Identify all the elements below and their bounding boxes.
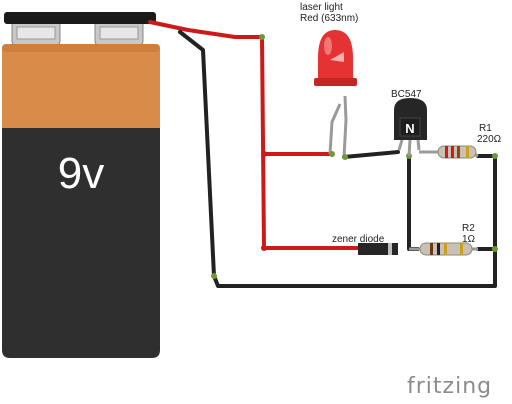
bc547-transistor: N: [394, 98, 427, 157]
wire-black-emitter: [407, 154, 420, 251]
resistor-r1: [419, 145, 479, 159]
wire-black-led-collector: [342, 150, 400, 159]
r1-value: 220Ω: [477, 134, 502, 145]
wire-red-positive: [148, 20, 397, 250]
resistor-r2: [409, 242, 478, 256]
transistor-label: BC547: [391, 89, 422, 100]
fritzing-logo: fritzing: [407, 374, 492, 399]
r2-value: 1Ω: [462, 234, 476, 245]
transistor-logo: N: [405, 121, 414, 136]
led-label-line1: laser light: [300, 2, 343, 13]
zener-label: zener diode: [332, 234, 385, 245]
laser-led: [314, 30, 357, 160]
led-label-line2: Red (633nm): [300, 13, 358, 24]
r2-name: R2: [462, 223, 475, 234]
battery-9v: 9v: [2, 12, 160, 358]
r1-name: R1: [479, 123, 492, 134]
zener-diode: [358, 243, 398, 255]
battery-label: 9v: [58, 149, 104, 198]
